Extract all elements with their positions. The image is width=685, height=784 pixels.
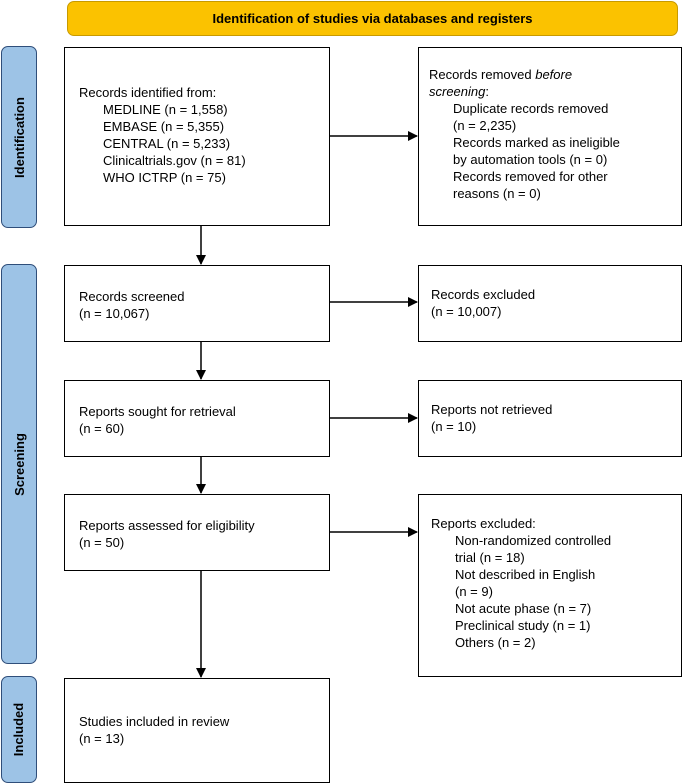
records-removed-box: Records removed before screening: Duplic…: [418, 47, 682, 226]
removed-item: (n = 2,235): [453, 118, 517, 133]
source-embase: EMBASE (n = 5,355): [103, 119, 225, 134]
excluded-reason: trial (n = 18): [455, 550, 525, 565]
records-removed-title: Records removed before: [429, 67, 573, 82]
studies-included-title: Studies included in review: [79, 714, 230, 729]
removed-item: Duplicate records removed: [453, 101, 609, 116]
reports-sought-count: (n = 60): [79, 421, 125, 436]
excluded-reason: (n = 9): [455, 584, 493, 599]
source-clinicaltrials: Clinicaltrials.gov (n = 81): [103, 153, 246, 168]
removed-item: Records marked as ineligible: [453, 135, 620, 150]
reports-excluded-box: Reports excluded: Non-randomized control…: [418, 494, 682, 677]
reports-not-retrieved-box: Reports not retrieved (n = 10): [418, 380, 682, 457]
source-medline: MEDLINE (n = 1,558): [103, 102, 228, 117]
records-identified-box: Records identified from: MEDLINE (n = 1,…: [64, 47, 330, 226]
excluded-reason: Not described in English: [455, 567, 596, 582]
reports-assessed-box: Reports assessed for eligibility (n = 50…: [64, 494, 330, 571]
records-screened-count: (n = 10,067): [79, 306, 150, 321]
reports-assessed-title: Reports assessed for eligibility: [79, 518, 255, 533]
records-excluded-box: Records excluded (n = 10,007): [418, 265, 682, 342]
reports-sought-title: Reports sought for retrieval: [79, 404, 236, 419]
records-removed-title-line2: screening:: [429, 84, 489, 99]
reports-not-retrieved-count: (n = 10): [431, 419, 477, 434]
header-title: Identification of studies via databases …: [212, 11, 533, 26]
phase-included: Included: [1, 676, 37, 783]
records-identified-title: Records identified from:: [79, 85, 217, 100]
studies-included-count: (n = 13): [79, 731, 125, 746]
source-central: CENTRAL (n = 5,233): [103, 136, 231, 151]
excluded-reason: Preclinical study (n = 1): [455, 618, 591, 633]
excluded-reason: Not acute phase (n = 7): [455, 601, 592, 616]
reports-sought-box: Reports sought for retrieval (n = 60): [64, 380, 330, 457]
records-screened-box: Records screened (n = 10,067): [64, 265, 330, 342]
studies-included-box: Studies included in review (n = 13): [64, 678, 330, 783]
removed-item: reasons (n = 0): [453, 186, 541, 201]
removed-item: Records removed for other: [453, 169, 608, 184]
removed-item: by automation tools (n = 0): [453, 152, 608, 167]
reports-excluded-title: Reports excluded:: [431, 516, 536, 531]
records-screened-title: Records screened: [79, 289, 185, 304]
records-excluded-title: Records excluded: [431, 287, 536, 302]
reports-not-retrieved-title: Reports not retrieved: [431, 402, 553, 417]
phase-identification: Identification: [1, 46, 37, 228]
phase-screening: Screening: [1, 264, 37, 664]
records-excluded-count: (n = 10,007): [431, 304, 502, 319]
excluded-reason: Others (n = 2): [455, 635, 536, 650]
source-who-ictrp: WHO ICTRP (n = 75): [103, 170, 226, 185]
header-banner: Identification of studies via databases …: [67, 1, 678, 36]
excluded-reason: Non-randomized controlled: [455, 533, 612, 548]
reports-assessed-count: (n = 50): [79, 535, 125, 550]
